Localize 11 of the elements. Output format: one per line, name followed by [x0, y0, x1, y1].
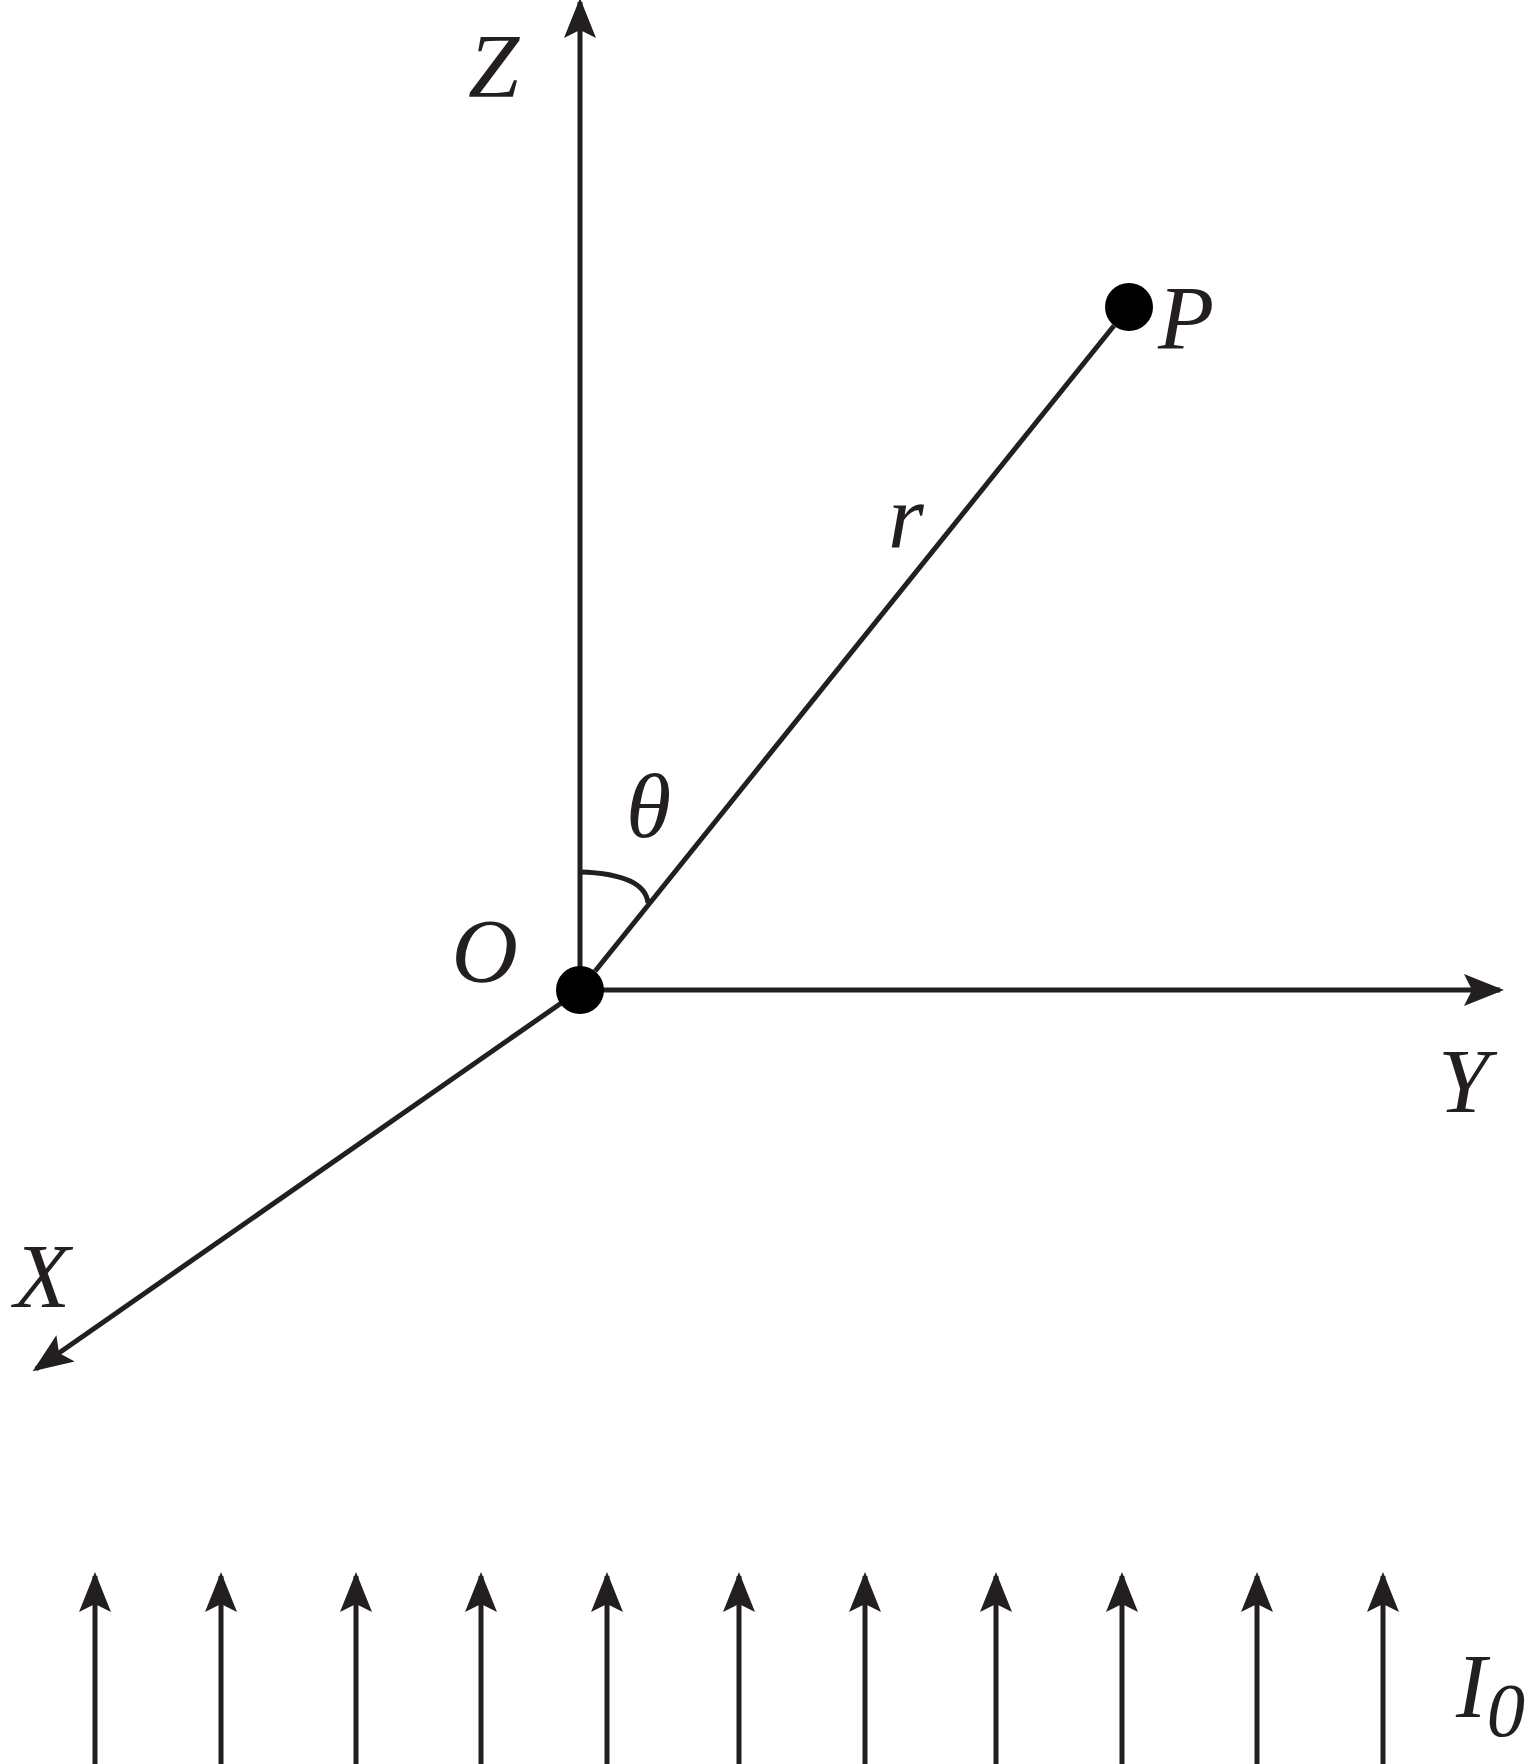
- point-label: O: [450, 905, 519, 997]
- intensity-label: I$_{0}$: [1454, 1640, 1526, 1751]
- axis-label: X: [6, 1230, 79, 1322]
- point-dot: [556, 966, 604, 1014]
- axis-label: Z: [467, 20, 521, 112]
- point-dot: [1105, 283, 1153, 331]
- axis-label: Y: [1430, 1035, 1498, 1127]
- edge-label: r: [887, 470, 925, 562]
- angle-label: θ: [625, 760, 673, 852]
- line-segment: [593, 324, 1116, 973]
- point-label: P: [1156, 272, 1216, 364]
